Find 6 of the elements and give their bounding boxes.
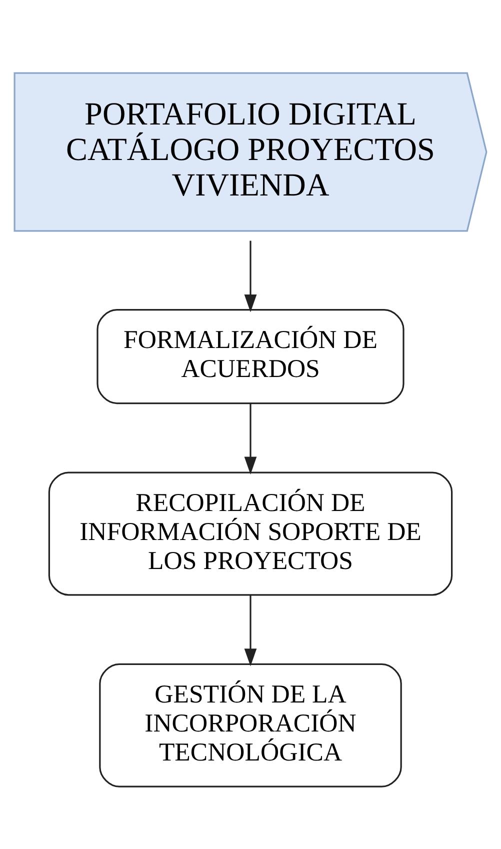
node-box: RECOPILACIÓN DE INFORMACIÓN SOPORTE DE LOS PROYECTOS [48, 471, 453, 596]
arrow [244, 594, 257, 666]
arrow [244, 402, 257, 474]
node-box: FORMALIZACIÓN DE ACUERDOS [96, 308, 404, 404]
arrow [244, 240, 257, 312]
node-box: GESTIÓN DE LA INCORPORACIÓN TECNOLÓGICA [99, 662, 402, 787]
